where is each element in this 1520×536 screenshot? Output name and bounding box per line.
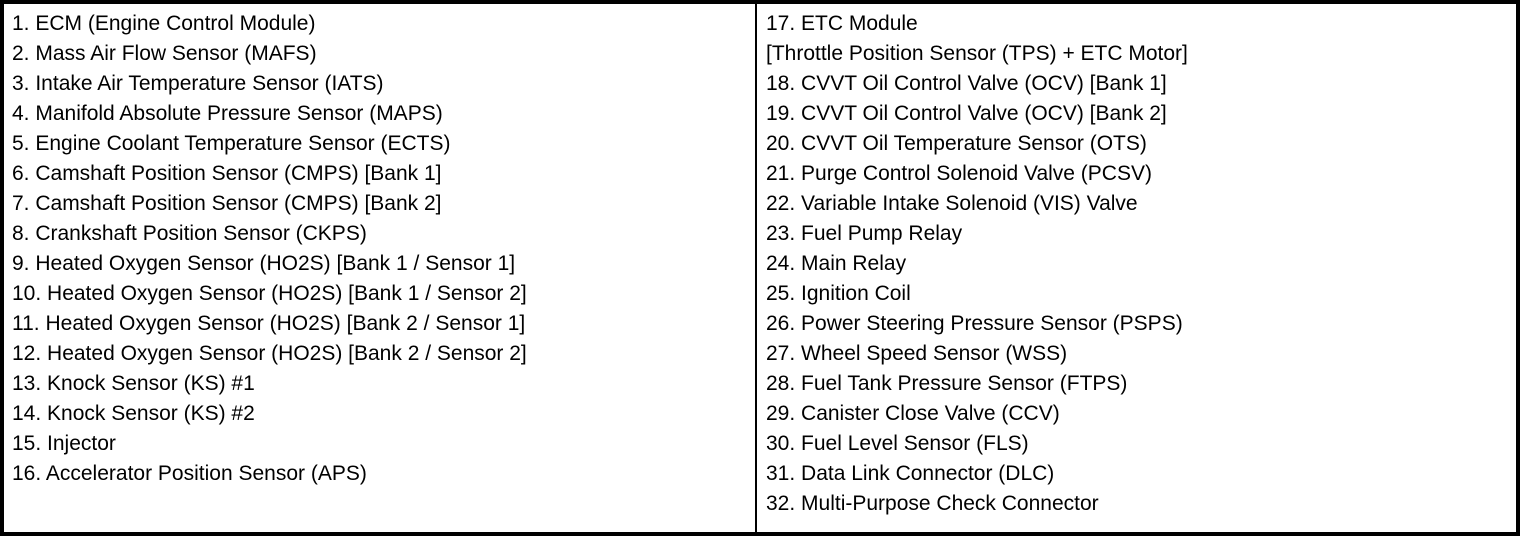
legend-column-right: 17. ETC Module [Throttle Position Sensor …	[755, 4, 1516, 532]
legend-item: 23. Fuel Pump Relay	[766, 222, 963, 245]
legend-item: 24. Main Relay	[766, 252, 907, 275]
legend-item: 20. CVVT Oil Temperature Sensor (OTS)	[766, 132, 1147, 155]
legend-item: 16. Accelerator Position Sensor (APS)	[12, 462, 367, 485]
legend-item: [Throttle Position Sensor (TPS) + ETC Mo…	[766, 42, 1188, 65]
legend-item: 5. Engine Coolant Temperature Sensor (EC…	[12, 132, 451, 155]
legend-item: 13. Knock Sensor (KS) #1	[12, 372, 255, 395]
legend-item: 15. Injector	[12, 432, 116, 455]
legend-item: 25. Ignition Coil	[766, 282, 911, 305]
legend-item: 21. Purge Control Solenoid Valve (PCSV)	[766, 162, 1152, 185]
legend-item: 32. Multi-Purpose Check Connector	[766, 492, 1099, 515]
legend-item: 11. Heated Oxygen Sensor (HO2S) [Bank 2 …	[12, 312, 526, 335]
legend-item: 6. Camshaft Position Sensor (CMPS) [Bank…	[12, 162, 442, 185]
legend-item: 28. Fuel Tank Pressure Sensor (FTPS)	[766, 372, 1128, 395]
legend-item: 26. Power Steering Pressure Sensor (PSPS…	[766, 312, 1183, 335]
legend-item: 19. CVVT Oil Control Valve (OCV) [Bank 2…	[766, 102, 1167, 125]
legend-item: 2. Mass Air Flow Sensor (MAFS)	[12, 42, 317, 65]
legend-column-left: 1. ECM (Engine Control Module) 2. Mass Ai…	[4, 4, 755, 532]
legend-item: 22. Variable Intake Solenoid (VIS) Valve	[766, 192, 1138, 215]
legend-item: 30. Fuel Level Sensor (FLS)	[766, 432, 1029, 455]
legend-item: 10. Heated Oxygen Sensor (HO2S) [Bank 1 …	[12, 282, 527, 305]
legend-item: 8. Crankshaft Position Sensor (CKPS)	[12, 222, 367, 245]
legend-item: 7. Camshaft Position Sensor (CMPS) [Bank…	[12, 192, 442, 215]
legend-item: 29. Canister Close Valve (CCV)	[766, 402, 1060, 425]
legend-item: 31. Data Link Connector (DLC)	[766, 462, 1055, 485]
legend-item: 1. ECM (Engine Control Module)	[12, 12, 316, 35]
legend-item: 3. Intake Air Temperature Sensor (IATS)	[12, 72, 384, 95]
legend-item: 17. ETC Module	[766, 12, 918, 35]
legend-item: 27. Wheel Speed Sensor (WSS)	[766, 342, 1068, 365]
legend-item: 4. Manifold Absolute Pressure Sensor (MA…	[12, 102, 443, 125]
legend-item: 14. Knock Sensor (KS) #2	[12, 402, 255, 425]
legend-item: 12. Heated Oxygen Sensor (HO2S) [Bank 2 …	[12, 342, 527, 365]
legend-item: 9. Heated Oxygen Sensor (HO2S) [Bank 1 /…	[12, 252, 516, 275]
legend-item: 18. CVVT Oil Control Valve (OCV) [Bank 1…	[766, 72, 1167, 95]
